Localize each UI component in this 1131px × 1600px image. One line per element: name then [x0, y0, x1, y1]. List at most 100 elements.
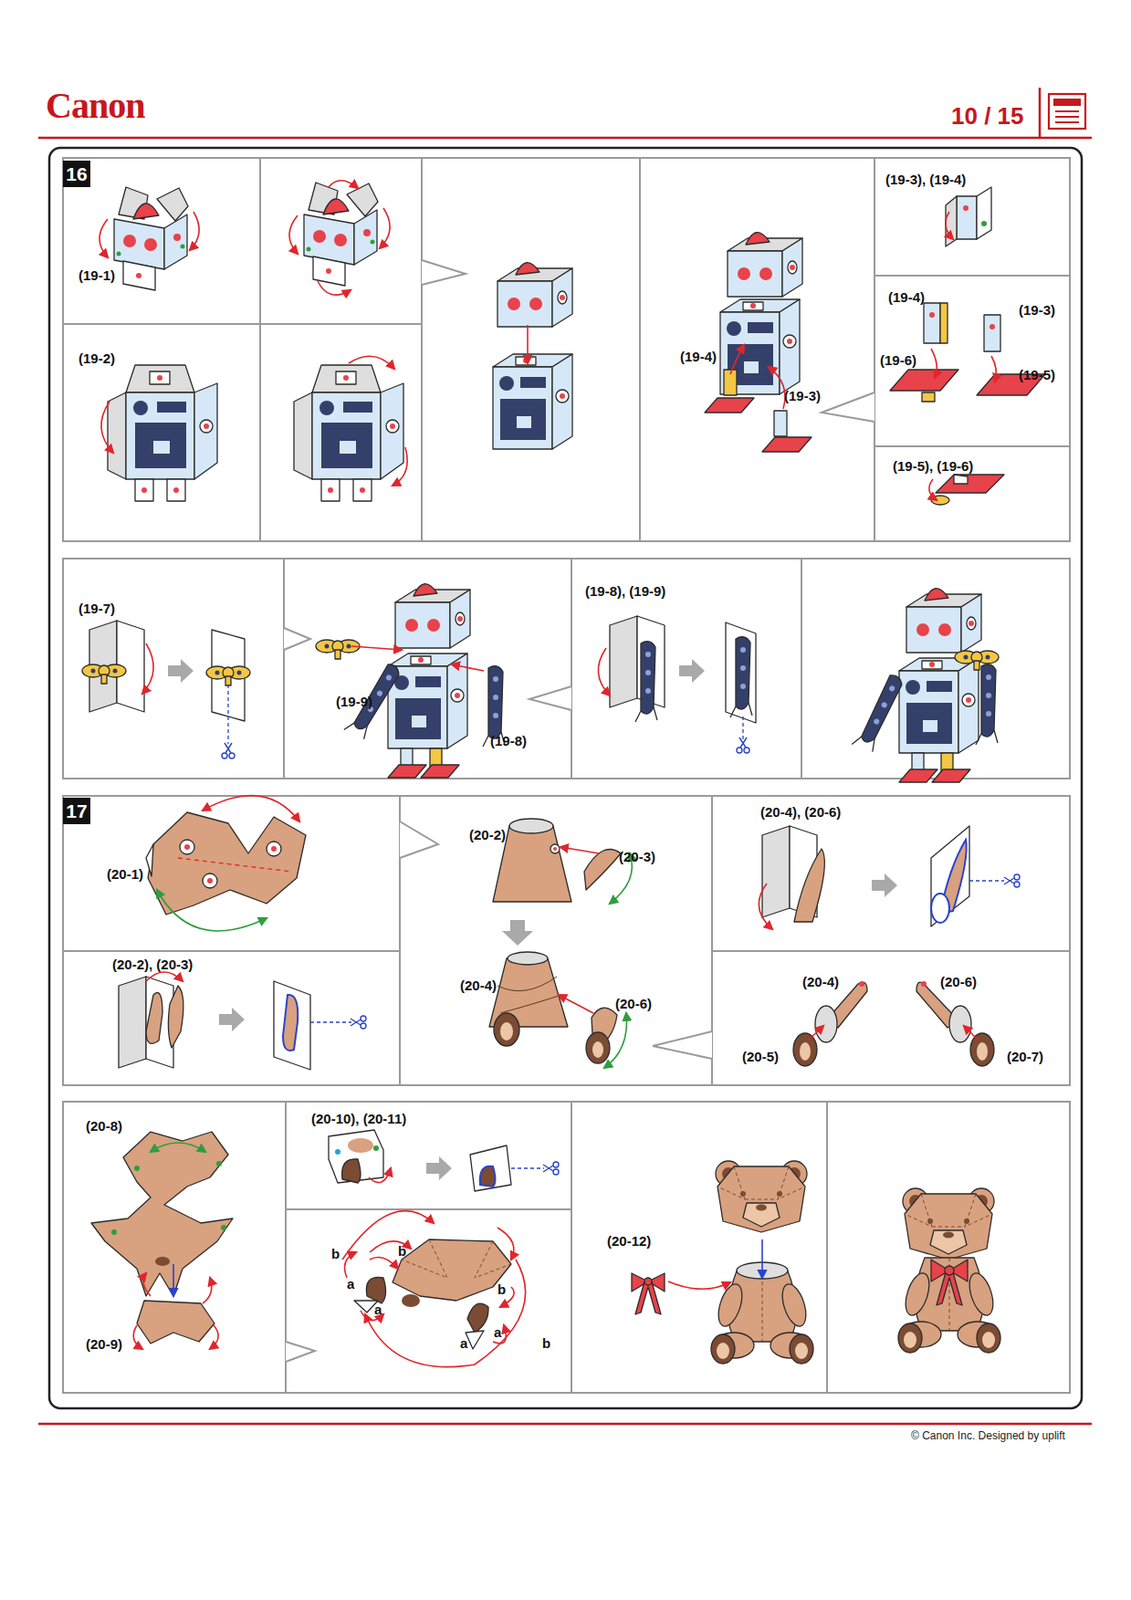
- leg-parts: [931, 348, 937, 378]
- leg-pieces: [807, 1026, 824, 1041]
- part-number: (20-10), (20-11): [311, 1110, 407, 1127]
- key-steps: [82, 620, 251, 759]
- part-number: (20-2): [469, 827, 506, 843]
- bear-body-net: [202, 795, 300, 822]
- leg-cut-steps: [758, 826, 1020, 930]
- bear-body-net: [184, 844, 190, 850]
- robot-head-steps: [99, 180, 390, 295]
- bear-leg-assembly: [558, 994, 594, 1014]
- part-number: (20-1): [106, 866, 144, 882]
- part-number: (19-8), (19-9): [585, 583, 666, 599]
- part-number: (20-4): [460, 977, 497, 994]
- leg-piece-steps: [282, 994, 298, 1051]
- leg-parts: [935, 474, 1005, 493]
- leg-pieces: [858, 981, 865, 987]
- leg-parts: [991, 356, 996, 382]
- arm-steps: [597, 648, 610, 696]
- ear-steps: [347, 1138, 374, 1153]
- leg-pieces: [976, 1042, 988, 1061]
- robot-body-steps: [348, 356, 395, 369]
- head-on-body: [526, 324, 529, 364]
- leg-cut-steps: [758, 883, 773, 930]
- robot-head-steps: [328, 180, 358, 189]
- bear-leg-assembly: [507, 952, 548, 965]
- key-steps: [142, 643, 154, 694]
- bear-leg-assembly: [550, 844, 560, 854]
- part-number: (19-3): [1018, 302, 1056, 318]
- key-steps: [82, 664, 126, 684]
- bear-head-net: [134, 1165, 140, 1172]
- leg-piece-steps: [146, 993, 163, 1045]
- bear-head-net: [111, 1229, 117, 1236]
- step-number-box: 17: [62, 797, 91, 825]
- page-number: 10 / 15: [951, 102, 1025, 131]
- bear-assembly: [644, 1277, 652, 1286]
- bear-head-net: [220, 1225, 227, 1231]
- finished-robot: [975, 664, 998, 745]
- bear-leg-assembly: [497, 976, 562, 1014]
- panel-frame: [529, 686, 572, 711]
- bear-body-net: [146, 844, 154, 877]
- robot-body-steps: [107, 365, 218, 502]
- robot-head-steps: [189, 211, 199, 251]
- head-assembly: [467, 1303, 489, 1333]
- robot-with-legs: [704, 397, 754, 413]
- head-on-body: [497, 262, 573, 327]
- part-number: (20-9): [85, 1336, 123, 1352]
- bear-body-net: [207, 878, 213, 884]
- arm-steps: [730, 637, 753, 718]
- finished-bear: [902, 1188, 995, 1260]
- bear-head-net: [133, 1325, 143, 1350]
- part-number: (20-5): [742, 1048, 779, 1065]
- part-number: (19-8): [490, 733, 527, 749]
- finished-bear: [944, 1266, 954, 1276]
- head-assembly: [401, 1294, 420, 1308]
- ear-steps: [480, 1166, 496, 1187]
- head-assembly: [369, 1257, 398, 1269]
- bear-leg-assembly: [604, 1013, 628, 1069]
- head-assembly: [465, 1330, 484, 1350]
- bear-head-net: [202, 1277, 212, 1304]
- leg-piece-steps: [118, 976, 174, 1069]
- header: [1048, 94, 1086, 129]
- robot-head-steps: [114, 187, 189, 291]
- part-number: (20-4), (20-6): [760, 804, 841, 820]
- bear-leg-assembly: [493, 1013, 520, 1047]
- panel-frame: [283, 628, 311, 650]
- arm-steps: [597, 616, 756, 754]
- leg-piece-steps: [273, 981, 311, 1070]
- header: [38, 87, 1092, 1425]
- leg-parts: [923, 303, 941, 344]
- bear-leg-assembly: [509, 818, 554, 834]
- leg-cut-steps: [931, 826, 970, 927]
- leg-parts: [890, 187, 1046, 505]
- step-number: 16: [65, 163, 87, 186]
- leg-parts: [963, 205, 969, 211]
- head-assembly: [401, 1239, 512, 1278]
- bear-head-net: [91, 1131, 233, 1297]
- panel-frame: [652, 1031, 713, 1059]
- leg-piece-steps: [310, 1021, 352, 1023]
- robot-head-steps: [379, 208, 390, 249]
- leg-cut-steps: [794, 848, 825, 922]
- leg-parts: [945, 196, 957, 247]
- leg-piece-steps: [350, 1015, 367, 1029]
- robot-arms: [387, 584, 471, 778]
- bear-leg-assembly: [560, 847, 599, 854]
- panel-frame: [399, 821, 439, 859]
- head-assembly: [345, 1252, 357, 1278]
- bear-head-net: [216, 1161, 222, 1167]
- part-number: (20-4): [802, 973, 839, 990]
- robot-body-steps: [392, 447, 408, 486]
- leg-pieces: [793, 1033, 817, 1067]
- header: [38, 136, 1092, 140]
- part-number: (19-5): [1018, 366, 1056, 383]
- bear-leg-assembly: [586, 1032, 610, 1064]
- bear-leg-assembly: [553, 847, 557, 851]
- key-steps: [221, 743, 235, 759]
- key-steps: [206, 666, 251, 686]
- bear-assembly: [631, 1161, 814, 1364]
- robot-head-steps: [317, 281, 351, 295]
- panel-frame: [821, 392, 875, 422]
